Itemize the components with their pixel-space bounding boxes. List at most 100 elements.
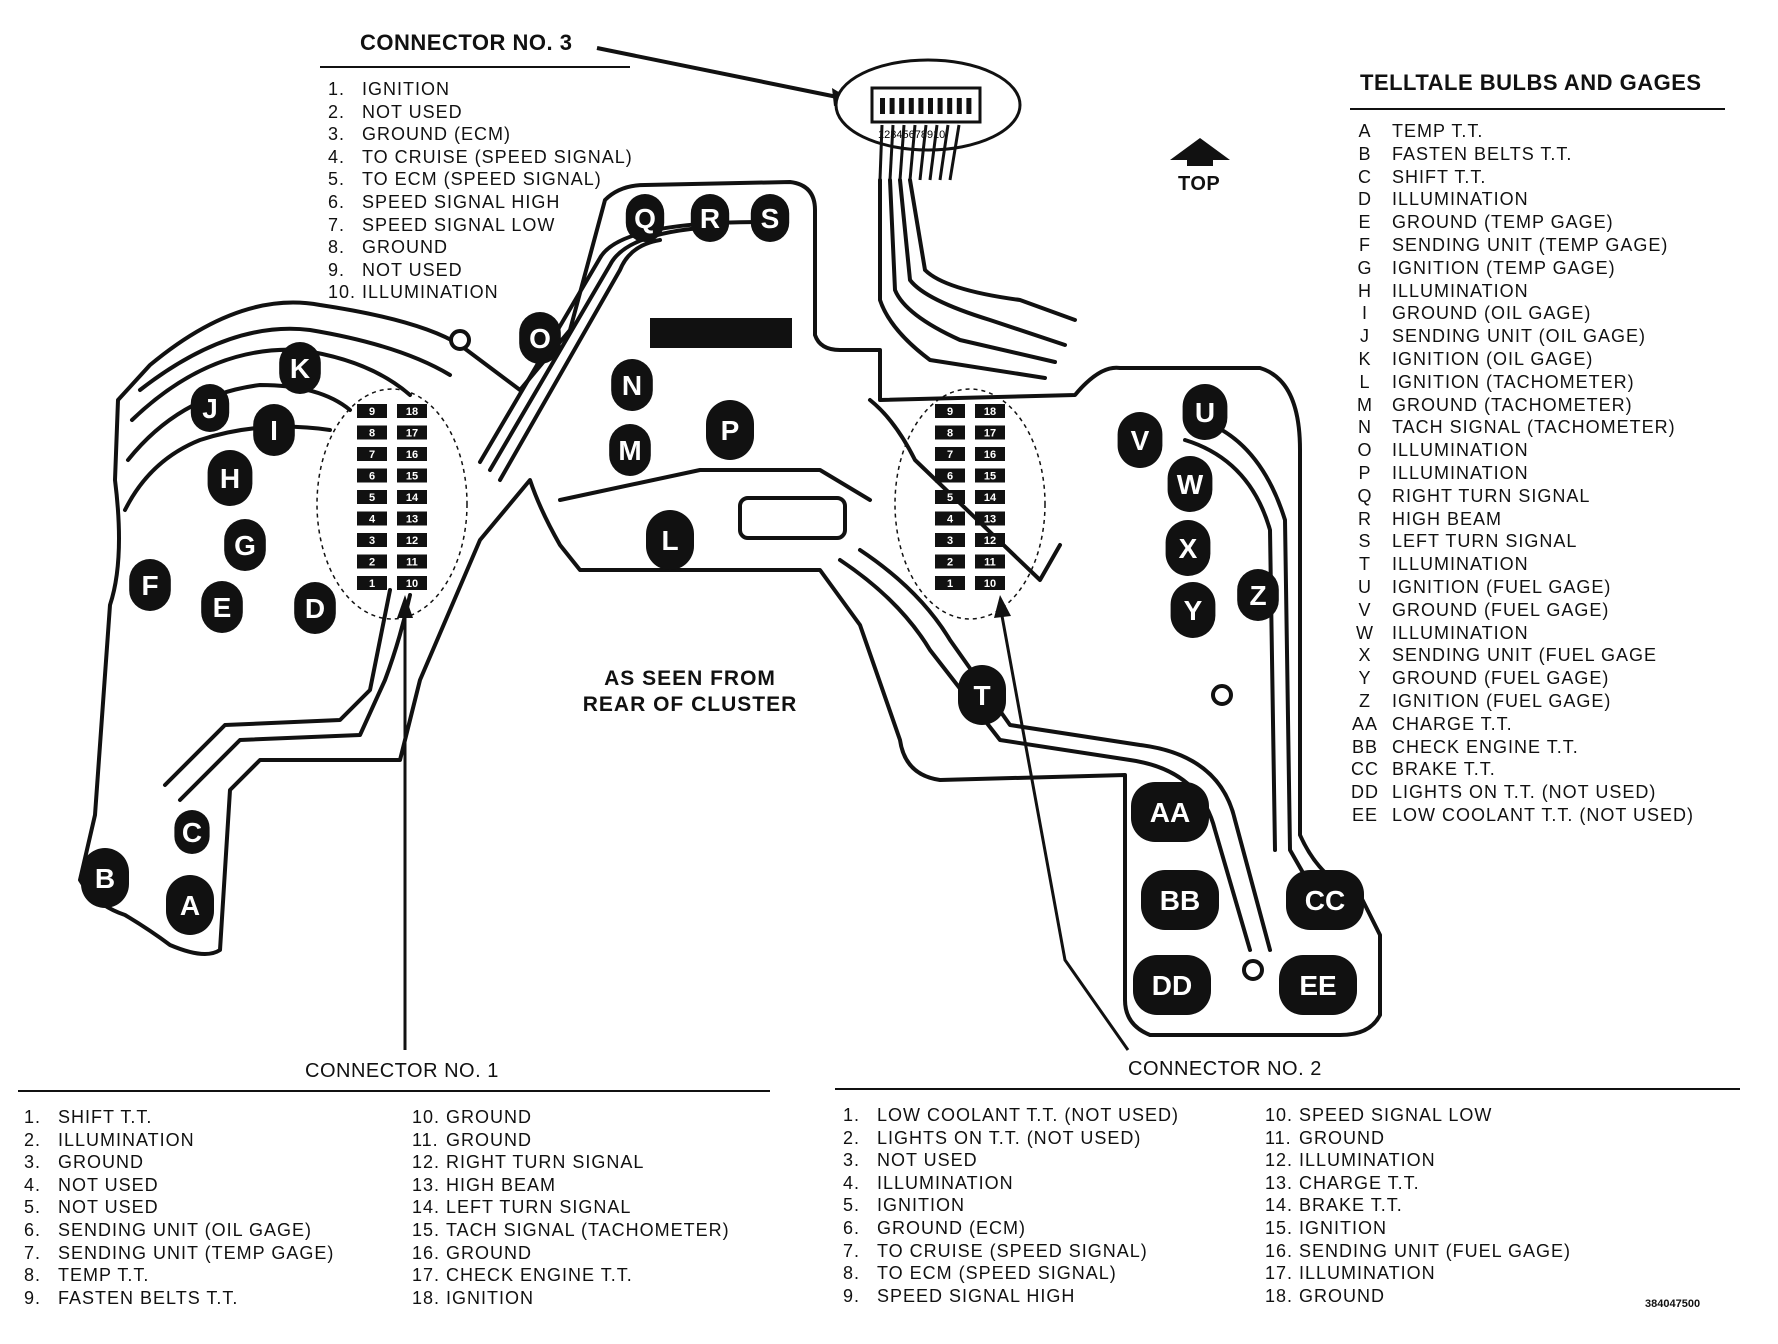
legend-item: 2.NOT USED: [328, 101, 633, 124]
connector-1-title: CONNECTOR NO. 1: [305, 1060, 499, 1082]
connector-pin: [935, 447, 965, 461]
legend-item-label: GROUND: [362, 237, 448, 258]
connector-pin-number: 15: [406, 471, 418, 483]
connector-pin-number: 10: [406, 578, 418, 590]
terminal-pad-label: DD: [1152, 970, 1192, 1001]
terminal-pad-label: U: [1195, 397, 1215, 428]
legend-item-number: 13.: [1265, 1172, 1294, 1193]
legend-item-number: 7.: [843, 1240, 861, 1261]
connector-pin: [357, 490, 387, 504]
legend-item-number: 16.: [1265, 1240, 1294, 1261]
connector-pin: [397, 404, 427, 418]
legend-item: 13.HIGH BEAM: [412, 1174, 730, 1197]
legend-item-label: ILLUMINATION: [1392, 280, 1529, 301]
connector-pin: [357, 468, 387, 483]
connector-pin: [935, 533, 965, 547]
terminal-pad: [1133, 955, 1211, 1015]
connector-3-pin: [880, 98, 885, 114]
legend-item-label: NOT USED: [362, 101, 463, 122]
legend-item-label: IGNITION: [446, 1287, 534, 1308]
legend-item: 6.SPEED SIGNAL HIGH: [328, 191, 633, 214]
legend-item: 14.BRAKE T.T.: [1265, 1194, 1571, 1217]
terminal-pad-label: D: [305, 593, 325, 624]
legend-item-number: 11.: [1265, 1127, 1292, 1148]
connector-pin: [935, 554, 965, 569]
legend-item-number: 1.: [843, 1105, 861, 1125]
terminal-pad-label: AA: [1150, 797, 1190, 828]
connector-outline: [316, 388, 468, 620]
legend-item-label: IGNITION: [877, 1195, 965, 1216]
legend-item-label: IGNITION (FUEL GAGE): [1392, 576, 1612, 597]
connector-3-pin: [956, 98, 962, 114]
legend-item-label: HIGH BEAM: [446, 1174, 557, 1195]
legend-item-number: 7.: [328, 214, 346, 235]
terminal-pad: [81, 848, 129, 908]
connector-2-list-left: 1.LOW COOLANT T.T. (NOT USED)2.LIGHTS ON…: [843, 1104, 1179, 1307]
legend-item-number: D: [1358, 189, 1372, 210]
legend-item-label: GROUND (ECM): [362, 124, 511, 145]
legend-item: 9.SPEED SIGNAL HIGH: [843, 1285, 1179, 1308]
terminal-pad: [625, 194, 665, 242]
terminal-pad: [690, 194, 730, 242]
connector-3-pin: [947, 98, 953, 114]
terminal-pad: [207, 450, 253, 506]
legend-item-label: ILLUMINATION: [1392, 189, 1529, 210]
connector-pin-number: 9: [947, 406, 953, 418]
connector-pin-number: 8: [369, 428, 375, 440]
legend-item-label: TO ECM (SPEED SIGNAL): [362, 169, 602, 190]
legend-item-number: O: [1357, 440, 1373, 461]
legend-item: 5.TO ECM (SPEED SIGNAL): [328, 168, 633, 191]
connector-pin: [935, 511, 965, 526]
legend-item-label: TO CRUISE (SPEED SIGNAL): [362, 146, 633, 167]
legend-item: 17.ILLUMINATION: [1265, 1262, 1571, 1285]
mount-hole: [1242, 959, 1264, 981]
caption-line-2: REAR OF CLUSTER: [582, 693, 798, 716]
connector-pin: [397, 554, 427, 569]
legend-item: 3.GROUND: [24, 1151, 334, 1174]
legend-item-number: 8.: [328, 237, 346, 258]
legend-item-number: 9.: [843, 1285, 861, 1306]
connector-pin-number: 13: [406, 514, 418, 526]
connector-1-arrowhead: [397, 595, 413, 618]
connector-3-pin: [889, 98, 895, 114]
connector-pin: [975, 533, 1005, 547]
legend-item-number: U: [1358, 576, 1372, 597]
terminal-pad: [646, 510, 694, 570]
connector-pin-number: 5: [369, 492, 375, 504]
legend-item: 5.NOT USED: [24, 1196, 334, 1219]
terminal-pad-label: T: [973, 680, 990, 711]
caption-line-1: AS SEEN FROM: [604, 667, 776, 690]
connector-callout-lines: [403, 604, 1130, 1051]
connector-pin: [935, 425, 965, 440]
connector-pin-number: 2: [369, 557, 375, 569]
terminal-pad: [129, 559, 171, 611]
legend-item: 10.SPEED SIGNAL LOW: [1265, 1104, 1571, 1127]
connector-pin: [975, 468, 1005, 483]
connector-pin: [397, 425, 427, 440]
connector-pin-number: 11: [406, 557, 418, 569]
terminal-pad: [201, 581, 243, 633]
legend-item-number: 18.: [412, 1287, 441, 1308]
connector-3-pin: [908, 98, 914, 114]
legend-item: 6.GROUND (ECM): [843, 1217, 1179, 1240]
legend-item: 15.IGNITION: [1265, 1217, 1571, 1240]
connector-pin-number: 17: [984, 428, 996, 440]
legend-item-number: V: [1358, 599, 1372, 620]
legend-item-label: IGNITION (TEMP GAGE): [1392, 257, 1616, 278]
connector-pin: [975, 447, 1005, 461]
connector-pin: [357, 404, 387, 418]
connector-pin: [975, 490, 1005, 504]
legend-item-number: CC: [1351, 759, 1379, 780]
legend-item-number: 9.: [328, 259, 346, 280]
